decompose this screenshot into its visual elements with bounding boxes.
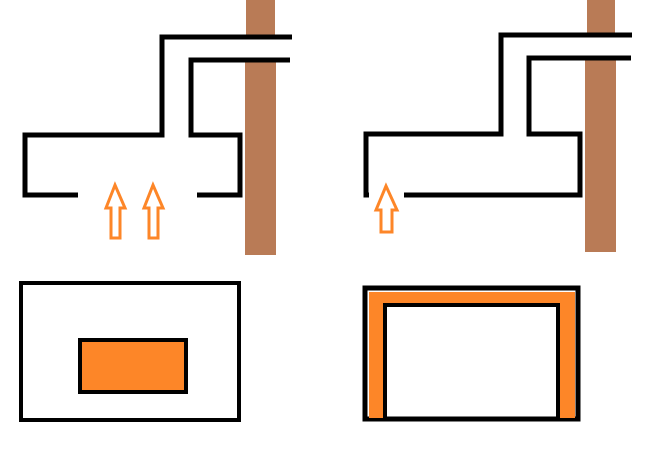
- left-pole: [245, 0, 276, 255]
- left-airflow-arrows: [103, 181, 166, 240]
- right-pole: [585, 0, 616, 252]
- duct-outer-wall: [22, 34, 292, 198]
- left-cross-section: [19, 281, 241, 422]
- duct-inner-wall: [404, 55, 631, 198]
- right-duct: [363, 32, 632, 198]
- pole-upper-segment: [587, 0, 615, 34]
- up-arrow-icon: [103, 181, 128, 240]
- pole-lower-segment: [585, 58, 616, 252]
- up-arrow-icon: [141, 181, 166, 240]
- duct-outer-wall: [363, 32, 632, 198]
- left-duct: [22, 34, 292, 198]
- duct-inner-wall: [188, 57, 290, 198]
- inner-outline: [383, 303, 560, 418]
- up-arrow-icon: [373, 182, 400, 234]
- duct-section-outline: [362, 285, 581, 422]
- airflow-core: [78, 338, 188, 394]
- pole-upper-segment: [246, 0, 275, 35]
- duct-section-outline: [19, 281, 241, 422]
- right-airflow-arrows: [373, 182, 400, 234]
- right-cross-section: [362, 285, 581, 422]
- pole-lower-segment: [245, 60, 276, 255]
- airflow-boundary-layer: [369, 292, 575, 418]
